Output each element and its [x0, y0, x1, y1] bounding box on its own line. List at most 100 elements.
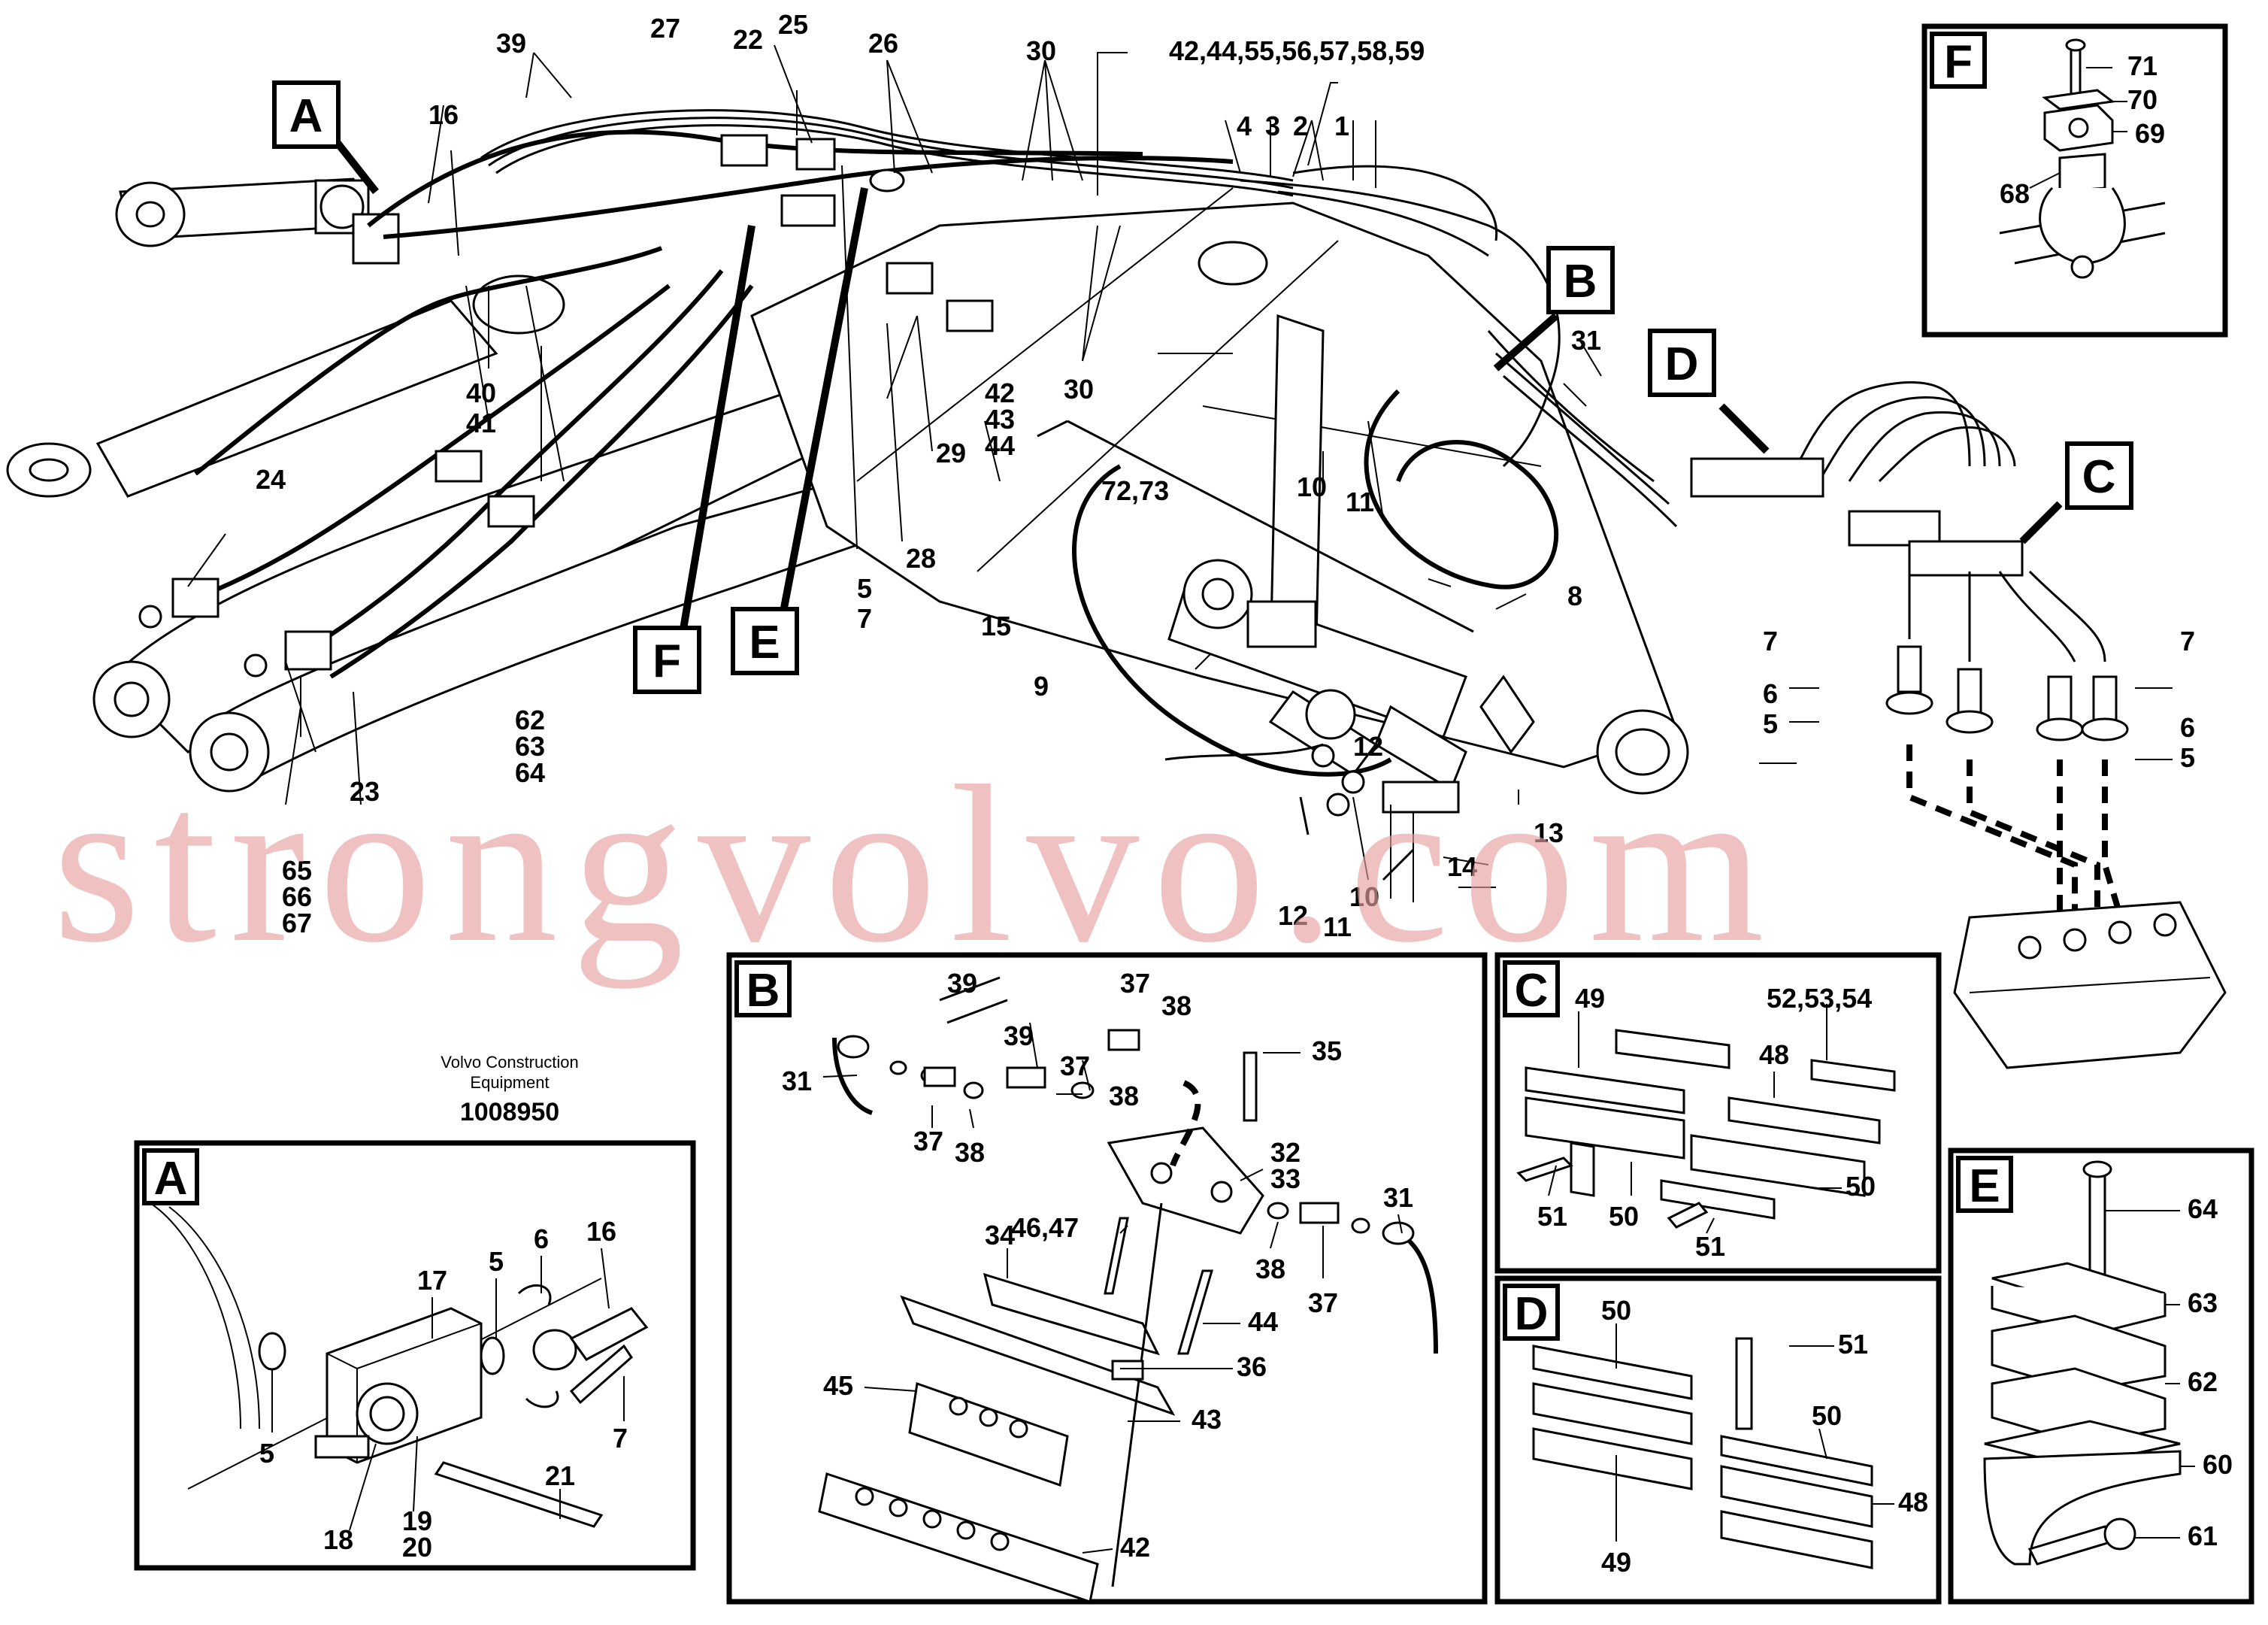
publisher-line-2: Equipment	[470, 1073, 549, 1092]
detail-panel-D: D 50 51 50 48 49	[1494, 1275, 1942, 1605]
detail-panel-B: B	[726, 952, 1488, 1605]
detail-B-label-37a: 37	[1120, 968, 1150, 999]
callout-tag-F: F	[633, 626, 701, 694]
label-11b: 11	[1323, 911, 1352, 942]
label-5c: 5	[2180, 742, 2195, 773]
detail-F-label-68: 68	[2000, 178, 2030, 209]
label-7a: 7	[857, 603, 872, 634]
label-15: 15	[981, 611, 1011, 641]
detail-D-label-51: 51	[1838, 1329, 1868, 1360]
detail-B-label-45: 45	[823, 1370, 853, 1401]
label-40: 40	[466, 377, 496, 408]
label-22: 22	[733, 24, 763, 55]
detail-A-label-17: 17	[417, 1265, 447, 1296]
publisher-line-1: Volvo Construction	[441, 1053, 578, 1072]
detail-A-label-5b: 5	[489, 1246, 504, 1277]
watermark-text: strongvolvo.com	[53, 739, 1778, 990]
svg-text:A: A	[289, 90, 323, 142]
detail-B-tag: B	[746, 965, 780, 1017]
detail-F-label-69: 69	[2135, 118, 2165, 149]
label-42-group: 42,44,55,56,57,58,59	[1169, 35, 1425, 66]
callout-tag-C: C	[2065, 441, 2133, 510]
detail-A-label-7: 7	[613, 1423, 628, 1454]
label-7c: 7	[2180, 626, 2195, 656]
label-66: 66	[282, 881, 312, 912]
detail-A-label-16: 16	[586, 1216, 616, 1247]
label-5a: 5	[857, 573, 872, 604]
label-13: 13	[1534, 817, 1564, 848]
detail-D-label-50a: 50	[1601, 1295, 1631, 1326]
detail-E-label-62: 62	[2188, 1366, 2218, 1397]
detail-B-label-37d: 37	[1308, 1287, 1338, 1318]
label-1: 1	[1334, 111, 1349, 141]
detail-F-label-71: 71	[2127, 50, 2157, 81]
detail-A-tag: A	[154, 1153, 188, 1205]
detail-D-tag: D	[1515, 1288, 1549, 1340]
detail-F-tag: F	[1944, 36, 1973, 88]
detail-B-label-39a: 39	[947, 968, 977, 999]
label-12b: 12	[1278, 900, 1308, 931]
detail-B-label-35: 35	[1312, 1035, 1342, 1066]
main-part-labels: 1 2 3 4 5 7 8 9 10 11 12 13 14 15 16 22 …	[256, 9, 2195, 942]
detail-A-label-21: 21	[545, 1460, 575, 1491]
label-9: 9	[1034, 671, 1049, 702]
detail-C-label-51a: 51	[1537, 1201, 1567, 1232]
svg-text:F: F	[653, 635, 681, 687]
svg-text:E: E	[749, 617, 780, 668]
detail-B-label-42: 42	[1120, 1532, 1150, 1563]
boom-assembly-drawing	[6, 109, 2227, 1069]
detail-B-label-31b: 31	[1383, 1182, 1413, 1213]
detail-C-label-50a: 50	[1609, 1201, 1639, 1232]
svg-text:B: B	[1564, 256, 1597, 308]
label-64: 64	[515, 757, 545, 788]
detail-A-label-18: 18	[323, 1524, 353, 1555]
leader-C	[2019, 501, 2063, 544]
leader-D	[1718, 403, 1770, 454]
label-30a: 30	[1026, 35, 1056, 66]
label-5b: 5	[1763, 708, 1778, 739]
label-3: 3	[1265, 111, 1280, 141]
detail-B-label-39b: 39	[1004, 1020, 1034, 1051]
detail-panel-E: E 64 63 62 60 61	[1948, 1148, 2254, 1605]
svg-text:D: D	[1665, 338, 1699, 390]
label-8: 8	[1567, 581, 1582, 611]
label-6b: 6	[1763, 678, 1778, 709]
label-43: 43	[985, 404, 1015, 435]
leader-B	[1493, 313, 1559, 371]
label-11a: 11	[1346, 487, 1374, 517]
detail-D-label-49: 49	[1601, 1547, 1631, 1578]
detail-E-label-64: 64	[2188, 1193, 2218, 1224]
detail-B-label-32: 32	[1270, 1137, 1301, 1168]
detail-C-label-52-54: 52,53,54	[1767, 983, 1872, 1014]
label-67: 67	[282, 908, 312, 938]
detail-C-tag: C	[1515, 965, 1549, 1017]
detail-A-label-5a: 5	[259, 1438, 274, 1469]
detail-B-label-37c: 37	[913, 1126, 943, 1157]
label-7b: 7	[1763, 626, 1778, 656]
leader-E	[774, 187, 868, 640]
label-12a: 12	[1353, 731, 1383, 762]
detail-A-label-19: 19	[402, 1505, 432, 1536]
callout-tag-B: B	[1546, 246, 1615, 314]
detail-D-label-50b: 50	[1812, 1400, 1842, 1431]
label-6c: 6	[2180, 712, 2195, 743]
callout-tag-E: E	[731, 607, 799, 675]
detail-B-label-46-47: 46,47	[1011, 1212, 1079, 1243]
label-44: 44	[985, 430, 1015, 461]
label-27: 27	[650, 13, 680, 44]
detail-A-label-20: 20	[402, 1532, 432, 1563]
label-62: 62	[515, 705, 545, 735]
label-72-73: 72,73	[1101, 475, 1169, 506]
detail-B-label-33: 33	[1270, 1163, 1301, 1194]
label-26: 26	[868, 28, 898, 59]
publisher-block: Volvo Construction Equipment 1008950	[441, 1053, 578, 1126]
detail-B-label-31a: 31	[782, 1066, 812, 1096]
detail-F-label-70: 70	[2127, 84, 2157, 115]
detail-panel-A: A 5 6 16 17 5 7 21 18	[134, 1140, 696, 1571]
detail-B-label-38a: 38	[1161, 990, 1192, 1021]
label-28: 28	[906, 543, 936, 574]
detail-C-label-51b: 51	[1695, 1231, 1725, 1262]
leader-A	[332, 136, 379, 195]
label-14: 14	[1447, 851, 1477, 882]
label-29: 29	[936, 438, 966, 468]
